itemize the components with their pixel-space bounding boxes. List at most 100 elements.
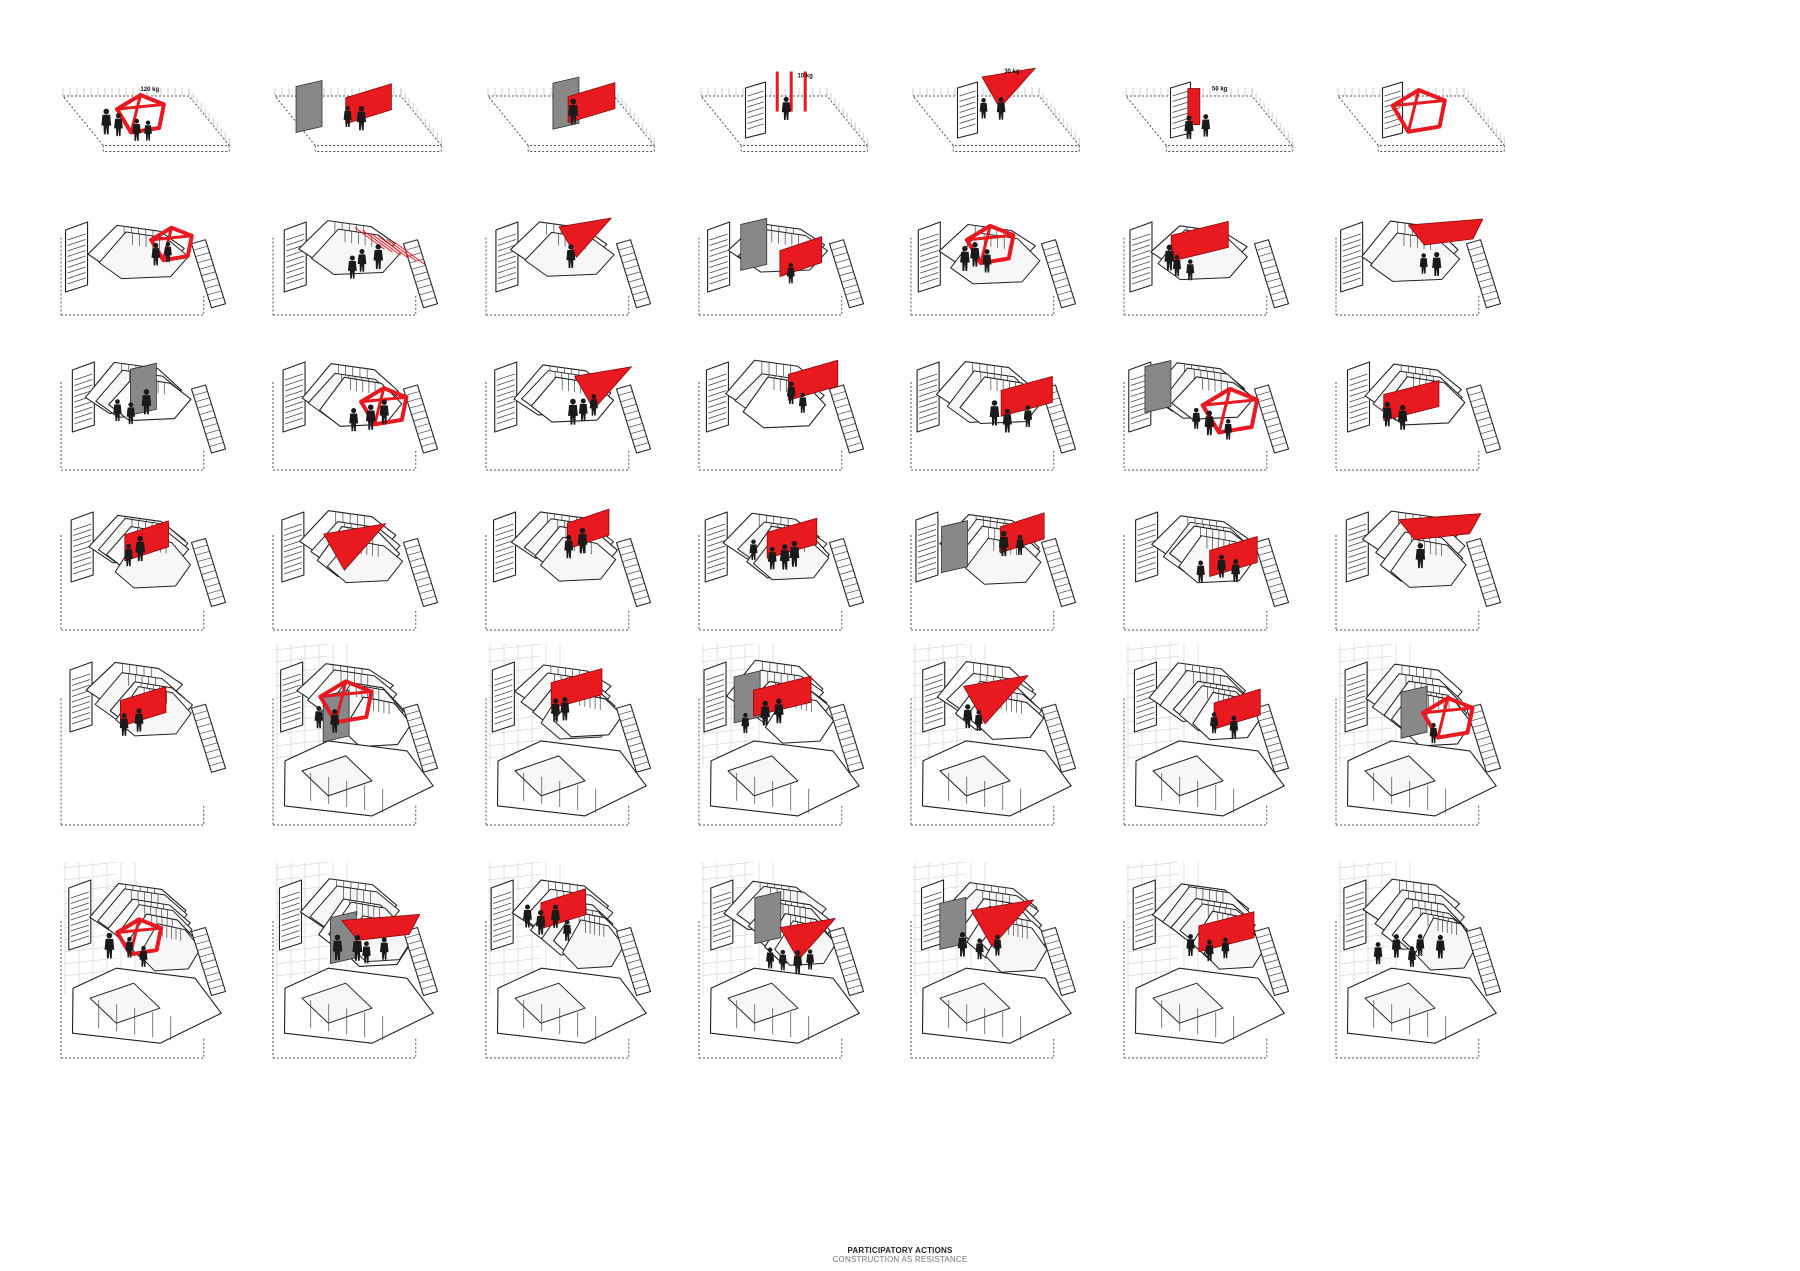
axonometric-drawing bbox=[698, 359, 865, 471]
person-silhouette bbox=[124, 543, 133, 567]
construction-step bbox=[1118, 340, 1350, 480]
site-boundary bbox=[486, 450, 630, 471]
site-slab bbox=[911, 95, 1081, 146]
person-silhouette bbox=[566, 244, 576, 269]
person-silhouette bbox=[523, 904, 532, 928]
person-silhouette bbox=[789, 540, 800, 567]
person-silhouette bbox=[970, 242, 980, 267]
person-silhouette bbox=[1184, 115, 1194, 140]
axonometric-drawing bbox=[272, 220, 439, 316]
timber-structure bbox=[915, 511, 1077, 608]
site-boundary bbox=[911, 610, 1055, 631]
axonometric-drawing bbox=[1123, 511, 1290, 631]
person-silhouette bbox=[135, 535, 146, 562]
construction-step bbox=[55, 340, 287, 480]
site-boundary bbox=[1336, 450, 1480, 471]
construction-step bbox=[905, 640, 1137, 835]
construction-step bbox=[1118, 490, 1350, 640]
timber-structure bbox=[64, 221, 227, 309]
person-silhouette bbox=[996, 97, 1006, 120]
person-silhouette bbox=[132, 118, 141, 141]
axonometric-drawing bbox=[1123, 861, 1290, 1059]
red-wall-panel bbox=[567, 82, 616, 124]
person-silhouette bbox=[1002, 408, 1012, 433]
site-boundary bbox=[1336, 805, 1480, 826]
stair-tower bbox=[917, 221, 941, 293]
person-silhouette bbox=[786, 381, 796, 405]
site-boundary bbox=[699, 610, 843, 631]
person-silhouette bbox=[119, 713, 129, 736]
red-triangle-panel bbox=[970, 899, 1035, 948]
construction-step bbox=[267, 58, 499, 168]
person-silhouette bbox=[778, 949, 787, 971]
red-roof-panel bbox=[1398, 513, 1482, 541]
site-slab-edge bbox=[740, 145, 868, 152]
stair-tower bbox=[1343, 879, 1367, 951]
wall-ring bbox=[1390, 538, 1467, 588]
stair-tower bbox=[705, 361, 729, 433]
person-silhouette bbox=[1391, 934, 1401, 958]
person-silhouette bbox=[1196, 560, 1205, 583]
construction-step bbox=[1330, 58, 1562, 168]
axonometric-drawing bbox=[60, 861, 227, 1059]
axonometric-drawing bbox=[910, 221, 1077, 316]
construction-step: 120 kg bbox=[55, 58, 287, 168]
construction-step: 30 kg bbox=[905, 58, 1137, 168]
person-silhouette bbox=[352, 934, 363, 961]
stair-tower bbox=[69, 661, 93, 733]
stair-tower bbox=[1133, 661, 1157, 733]
construction-step bbox=[905, 200, 1137, 325]
axonometric-drawing bbox=[272, 643, 439, 826]
stair-tower bbox=[1340, 221, 1364, 293]
person-silhouette bbox=[979, 98, 988, 119]
site-boundary bbox=[699, 805, 843, 826]
axonometric-drawing bbox=[1335, 361, 1502, 471]
site-boundary bbox=[1124, 610, 1268, 631]
person-silhouette bbox=[568, 398, 578, 425]
axonometric-drawing bbox=[486, 76, 656, 152]
person-silhouette bbox=[1429, 722, 1438, 744]
timber-structure bbox=[280, 661, 439, 817]
timber-structure bbox=[70, 511, 227, 608]
site-boundary bbox=[61, 450, 205, 471]
lower-volume-inner bbox=[514, 982, 586, 1024]
site-slab-edge bbox=[527, 145, 655, 152]
construction-step bbox=[480, 200, 712, 325]
person-silhouette bbox=[1231, 559, 1240, 583]
timber-structure bbox=[1132, 879, 1290, 1044]
lower-volume-inner bbox=[1152, 982, 1224, 1024]
stair-tower bbox=[490, 879, 514, 951]
stair-tower bbox=[916, 361, 940, 433]
axonometric-drawing bbox=[60, 361, 227, 471]
person-silhouette bbox=[960, 245, 970, 271]
person-silhouette bbox=[577, 527, 588, 554]
person-silhouette bbox=[373, 244, 384, 269]
axonometric-drawing bbox=[1336, 81, 1506, 152]
stair-tower bbox=[281, 511, 305, 583]
axonometric-drawing: 30 kg bbox=[911, 67, 1081, 152]
construction-step bbox=[693, 340, 925, 480]
person-silhouette bbox=[101, 108, 112, 135]
axonometric-drawing bbox=[273, 80, 443, 152]
person-silhouette bbox=[356, 106, 367, 131]
construction-step bbox=[1118, 200, 1350, 325]
person-silhouette bbox=[982, 249, 992, 273]
axonometric-drawing: 50 kg bbox=[1124, 81, 1294, 152]
site-slab-edge bbox=[102, 145, 230, 152]
grey-timber-panel bbox=[1144, 360, 1172, 414]
person-silhouette bbox=[578, 398, 588, 422]
grey-timber-panel bbox=[754, 891, 782, 945]
person-silhouette bbox=[1164, 244, 1175, 271]
axonometric-drawing: 120 kg bbox=[61, 87, 231, 152]
person-silhouette bbox=[1397, 405, 1408, 430]
lower-volume-inner bbox=[939, 982, 1011, 1024]
timber-structure bbox=[917, 221, 1077, 309]
person-silhouette bbox=[589, 394, 598, 416]
person-silhouette bbox=[779, 544, 790, 570]
construction-step bbox=[693, 200, 925, 325]
grey-timber-panel bbox=[295, 80, 323, 134]
red-wall-panel bbox=[753, 675, 812, 717]
stair-tower bbox=[282, 361, 306, 433]
person-silhouette bbox=[1204, 410, 1215, 436]
axonometric-drawing bbox=[698, 643, 865, 826]
